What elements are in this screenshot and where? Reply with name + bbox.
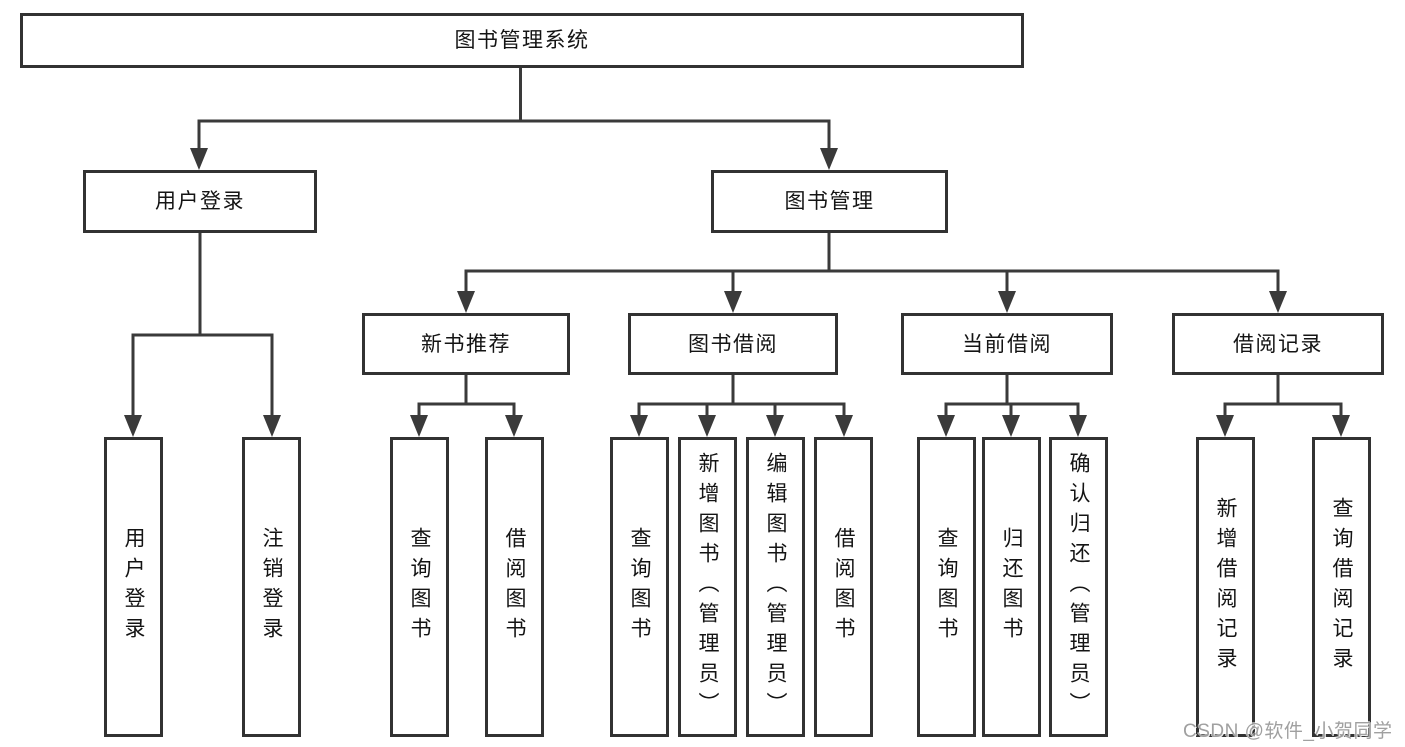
node-label: 查询图书 xyxy=(408,527,431,647)
node-leaf-query-books-borrowing: 查询图书 xyxy=(610,437,669,737)
node-label: 新书推荐 xyxy=(421,332,511,356)
node-library-management-system: 图书管理系统 xyxy=(20,13,1024,68)
node-leaf-query-books-recommend: 查询图书 xyxy=(390,437,449,737)
node-leaf-confirm-return-admin: 确认归还（管理员） xyxy=(1049,437,1108,737)
node-leaf-add-borrow-record: 新增借阅记录 xyxy=(1196,437,1255,737)
node-label: 图书管理系统 xyxy=(454,29,590,52)
node-leaf-return-books: 归还图书 xyxy=(982,437,1041,737)
node-label: 图书借阅 xyxy=(688,332,778,356)
node-new-book-recommendation: 新书推荐 xyxy=(362,313,570,375)
node-label: 查询借阅记录 xyxy=(1330,497,1353,677)
node-leaf-edit-books-admin: 编辑图书（管理员） xyxy=(746,437,805,737)
node-current-borrowing: 当前借阅 xyxy=(901,313,1113,375)
node-label: 新增借阅记录 xyxy=(1214,497,1237,677)
node-leaf-query-borrow-record: 查询借阅记录 xyxy=(1312,437,1371,737)
node-borrowing-records: 借阅记录 xyxy=(1172,313,1384,375)
node-label: 归还图书 xyxy=(1000,527,1023,647)
node-label: 借阅记录 xyxy=(1233,332,1323,356)
node-label: 查询图书 xyxy=(628,527,651,647)
node-leaf-borrow-books-recommend: 借阅图书 xyxy=(485,437,544,737)
node-label: 确认归还（管理员） xyxy=(1067,452,1090,722)
csdn-watermark: CSDN @软件_小贺同学 xyxy=(1183,721,1393,742)
node-label: 当前借阅 xyxy=(962,332,1052,356)
node-leaf-query-books-current: 查询图书 xyxy=(917,437,976,737)
node-label: 注销登录 xyxy=(260,527,283,647)
node-label: 编辑图书（管理员） xyxy=(764,452,787,722)
node-label: 借阅图书 xyxy=(503,527,526,647)
node-label: 借阅图书 xyxy=(832,527,855,647)
node-leaf-add-books-admin: 新增图书（管理员） xyxy=(678,437,737,737)
node-leaf-logout: 注销登录 xyxy=(242,437,301,737)
node-leaf-user-login: 用户登录 xyxy=(104,437,163,737)
node-label: 新增图书（管理员） xyxy=(696,452,719,722)
node-book-borrowing: 图书借阅 xyxy=(628,313,838,375)
node-label: 用户登录 xyxy=(155,190,245,213)
node-label: 用户登录 xyxy=(122,527,145,647)
node-book-management: 图书管理 xyxy=(711,170,948,233)
node-user-login: 用户登录 xyxy=(83,170,317,233)
node-leaf-borrow-books-borrowing: 借阅图书 xyxy=(814,437,873,737)
node-label: 图书管理 xyxy=(784,190,875,213)
node-label: 查询图书 xyxy=(935,527,958,647)
